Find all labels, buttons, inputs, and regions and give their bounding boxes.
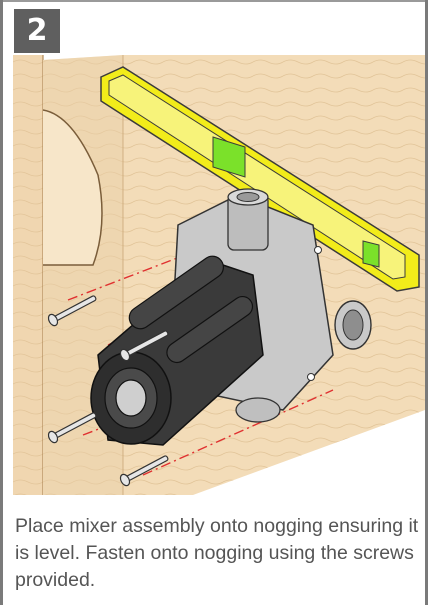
instruction-caption: Place mixer assembly onto nogging ensuri… — [15, 515, 419, 591]
step-number-badge: 2 — [14, 9, 60, 53]
screws — [47, 295, 169, 487]
mixer-sleeve — [90, 255, 264, 446]
wooden-stud — [13, 55, 44, 495]
installation-illustration — [13, 55, 425, 495]
spirit-level — [100, 66, 420, 292]
top-divider — [3, 0, 425, 2]
